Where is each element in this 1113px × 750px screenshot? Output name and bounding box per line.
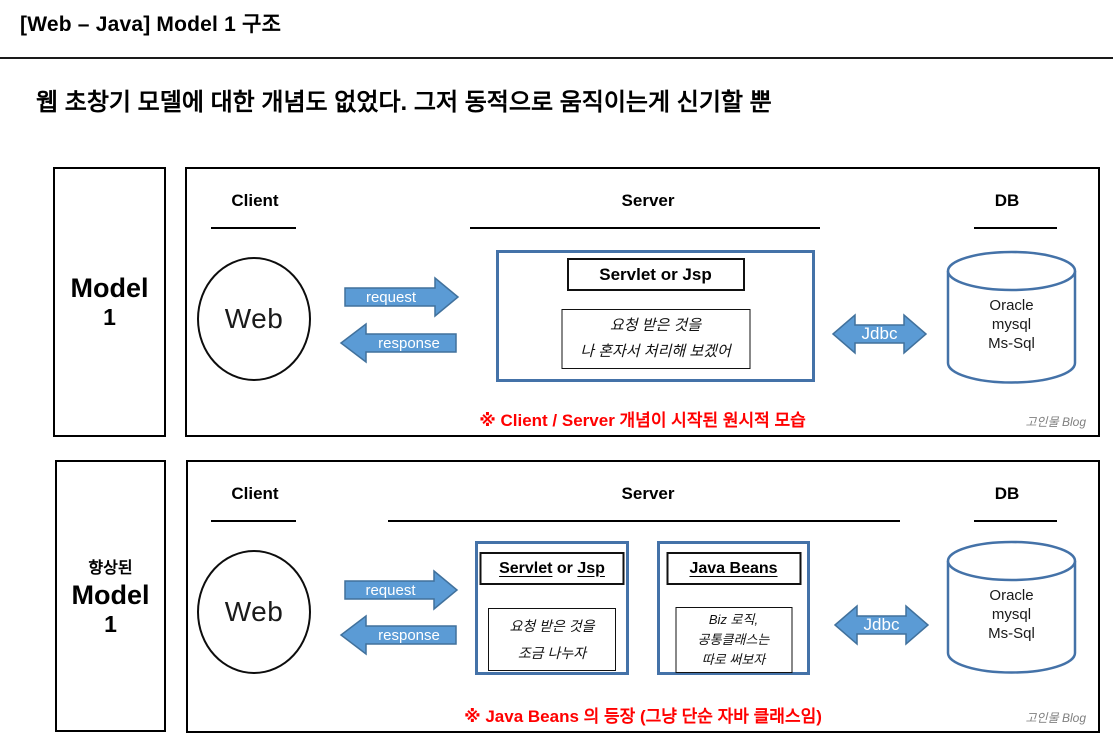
jdbc-arrow-label: Jdbc [861, 324, 898, 343]
server-note-line: 요청 받은 것을 [609, 317, 702, 334]
jdbc-arrow: Jdbc [834, 603, 929, 647]
db-name: Ms-Sql [988, 335, 1035, 352]
server-note-box: 요청 받은 것을 나 혼자서 처리해 보겠어 [561, 309, 750, 369]
response-arrow: response [339, 614, 457, 656]
panel-note: ※ Client / Server 개념이 시작된 원시적 모습 [479, 411, 806, 430]
db-name: Oracle [989, 587, 1034, 604]
client-header: Client [231, 484, 279, 503]
db-name: mysql [991, 606, 1032, 623]
left-arrow-icon [339, 322, 457, 364]
servlet-or-jsp-box: Servlet or Jsp [566, 258, 745, 291]
left-arrow-icon [339, 614, 457, 656]
servlet-or-jsp-box: Servlet or Jsp [479, 552, 625, 585]
model1-improved-label-box: 향상된 Model 1 [55, 460, 166, 732]
db-name: Oracle [989, 297, 1034, 314]
double-arrow-icon [832, 313, 927, 355]
panel-note: ※ Java Beans 의 등장 (그냥 단순 자바 클래스임) [464, 707, 822, 726]
web-client-node: Web [197, 550, 311, 674]
database-names: Oracle mysql Ms-Sql [946, 296, 1077, 353]
db-name: mysql [991, 316, 1032, 333]
servlet-title-or: or [552, 559, 578, 577]
right-arrow-icon [344, 276, 460, 318]
javabeans-note-box: Biz 로직, 공통클래스는 따로 써보자 [675, 607, 792, 673]
server-note-line: 나 혼자서 처리해 보겠어 [580, 343, 731, 360]
javabeans-container-box: Java Beans Biz 로직, 공통클래스는 따로 써보자 [657, 541, 810, 675]
client-header-underline [211, 520, 296, 522]
request-arrow-label: request [365, 288, 417, 306]
blog-credit: 고인물 Blog [1025, 711, 1086, 725]
subtitle: 웹 초창기 모델에 대한 개념도 없었다. 그저 동적으로 움직이는게 신기할 … [36, 89, 772, 116]
request-arrow: request [344, 276, 460, 318]
model1-label-box: Model 1 [53, 167, 166, 437]
web-client-node: Web [197, 257, 311, 381]
jdbc-arrow-label: Jdbc [863, 615, 900, 634]
model-number: 1 [104, 610, 117, 637]
right-arrow-icon [344, 569, 459, 611]
server-header: Server [621, 191, 675, 210]
database-cylinder-icon [946, 540, 1077, 674]
db-name: Ms-Sql [988, 625, 1035, 642]
response-arrow: response [339, 322, 457, 364]
servlet-note-line: 조금 나누자 [517, 644, 587, 661]
client-header-underline [211, 227, 296, 229]
database-node: Oracle mysql Ms-Sql [946, 540, 1077, 675]
database-cylinder-icon [946, 250, 1077, 384]
db-header-underline [974, 520, 1057, 522]
server-container-box: Servlet or Jsp 요청 받은 것을 나 혼자서 처리해 보겠어 [496, 250, 815, 382]
request-arrow-label: request [365, 581, 416, 599]
title-divider [0, 57, 1113, 59]
server-header: Server [621, 484, 675, 503]
client-header: Client [231, 191, 279, 210]
database-names: Oracle mysql Ms-Sql [946, 586, 1077, 643]
beans-note-line: 공통클래스는 [697, 632, 770, 647]
blog-credit: 고인물 Blog [1025, 415, 1086, 429]
model-label: Model [70, 272, 149, 303]
java-beans-box: Java Beans [666, 552, 801, 585]
database-node: Oracle mysql Ms-Sql [946, 250, 1077, 385]
model1-diagram: Client Server DB Web request response Se… [185, 167, 1100, 437]
beans-note-line: 따로 써보자 [701, 652, 766, 667]
request-arrow: request [344, 569, 459, 611]
model1-improved-diagram: Client Server DB Web request response Se… [186, 460, 1100, 733]
model-label-prefix: 향상된 [88, 559, 133, 577]
double-arrow-icon [834, 604, 929, 646]
db-header: DB [994, 191, 1020, 210]
servlet-note-box: 요청 받은 것을 조금 나누자 [488, 608, 616, 671]
server-header-underline [470, 227, 820, 229]
response-arrow-label: response [378, 626, 440, 644]
servlet-title-part: Servlet [499, 559, 553, 577]
response-arrow-label: response [378, 334, 440, 352]
servlet-container-box: Servlet or Jsp 요청 받은 것을 조금 나누자 [475, 541, 629, 675]
beans-note-line: Biz 로직, [708, 612, 759, 627]
db-header-underline [974, 227, 1057, 229]
server-header-underline [388, 520, 900, 522]
servlet-note-line: 요청 받은 것을 [509, 617, 595, 634]
page-title: [Web – Java] Model 1 구조 [20, 13, 282, 36]
servlet-title-part: Jsp [577, 559, 605, 577]
model-label: Model [71, 579, 150, 610]
model-number: 1 [103, 303, 116, 330]
db-header: DB [994, 484, 1020, 503]
jdbc-arrow: Jdbc [832, 312, 927, 356]
